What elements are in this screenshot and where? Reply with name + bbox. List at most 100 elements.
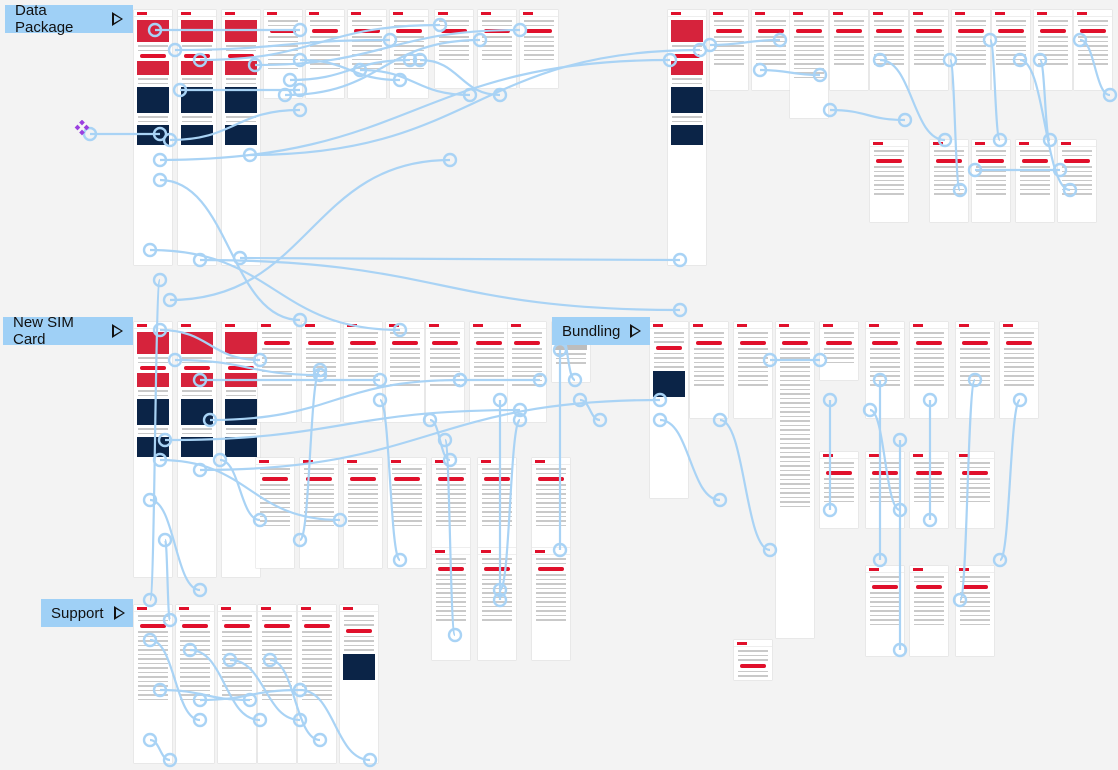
hotspot-node[interactable]	[152, 272, 168, 288]
screen-frame[interactable]	[776, 322, 814, 638]
screen-frame[interactable]	[340, 605, 378, 763]
hotspot-node[interactable]	[822, 392, 838, 408]
screen-frame[interactable]	[910, 10, 948, 90]
screen-frame[interactable]	[178, 322, 216, 577]
screen-frame[interactable]	[300, 458, 338, 568]
screen-frame[interactable]	[532, 548, 570, 660]
screen-frame[interactable]	[508, 322, 546, 422]
screen-frame[interactable]	[388, 458, 426, 568]
screen-frame[interactable]	[734, 322, 772, 418]
connector-line	[239, 256, 681, 262]
hotspot-node[interactable]	[292, 102, 308, 118]
screen-frame[interactable]	[302, 322, 340, 422]
hotspot-node[interactable]	[992, 552, 1008, 568]
connector-line	[719, 418, 771, 552]
hotspot-node[interactable]	[572, 392, 588, 408]
screen-frame[interactable]	[390, 10, 428, 98]
screen-frame[interactable]	[222, 322, 260, 577]
hotspot-node[interactable]	[192, 582, 208, 598]
screen-frame[interactable]	[348, 10, 386, 98]
screen-frame[interactable]	[710, 10, 748, 90]
hotspot-node[interactable]	[442, 152, 458, 168]
flow-label-text: New SIM Card	[13, 314, 74, 348]
screen-frame[interactable]	[870, 10, 908, 90]
screen-frame[interactable]	[134, 322, 172, 577]
screen-frame[interactable]	[222, 10, 260, 265]
screen-frame[interactable]	[910, 566, 948, 656]
screen-frame[interactable]	[298, 605, 336, 763]
screen-frame[interactable]	[426, 322, 464, 422]
hotspot-node[interactable]	[162, 292, 178, 308]
hotspot-node[interactable]	[762, 542, 778, 558]
hotspot-node[interactable]	[437, 432, 453, 448]
hotspot-node[interactable]	[712, 492, 728, 508]
connector-line	[429, 418, 451, 462]
flow-label-text: Support	[51, 604, 104, 622]
screen-frame[interactable]	[258, 605, 296, 763]
screen-frame[interactable]	[956, 322, 994, 418]
screen-frame[interactable]	[734, 640, 772, 680]
screen-frame[interactable]	[344, 458, 382, 568]
screen-frame[interactable]	[134, 10, 172, 265]
screen-frame[interactable]	[178, 10, 216, 265]
screen-frame[interactable]	[866, 322, 904, 418]
screen-frame[interactable]	[972, 140, 1010, 222]
screen-frame[interactable]	[435, 10, 473, 88]
screen-frame[interactable]	[1074, 10, 1112, 90]
screen-frame[interactable]	[866, 566, 904, 656]
screen-frame[interactable]	[1000, 322, 1038, 418]
screen-frame[interactable]	[866, 452, 904, 528]
screen-frame[interactable]	[820, 452, 858, 528]
screen-frame[interactable]	[790, 10, 828, 118]
hotspot-node[interactable]	[872, 552, 888, 568]
flow-label-text: Bundling	[562, 322, 621, 340]
hotspot-node[interactable]	[462, 87, 478, 103]
screen-frame[interactable]	[478, 10, 516, 88]
screen-frame[interactable]	[668, 10, 706, 265]
screen-frame[interactable]	[870, 140, 908, 222]
screen-frame[interactable]	[1058, 140, 1096, 222]
screen-frame[interactable]	[432, 548, 470, 660]
screen-frame[interactable]	[820, 322, 858, 380]
hotspot-node[interactable]	[1102, 87, 1118, 103]
hotspot-node[interactable]	[892, 432, 908, 448]
screen-frame[interactable]	[956, 566, 994, 656]
connector-line	[199, 258, 681, 312]
screen-frame[interactable]	[134, 605, 172, 763]
screen-frame[interactable]	[956, 452, 994, 528]
screen-frame[interactable]	[752, 10, 790, 90]
screen-frame[interactable]	[470, 322, 508, 422]
screen-frame[interactable]	[520, 10, 558, 88]
flow-label-data-package[interactable]: Data Package	[5, 2, 133, 36]
hotspot-node[interactable]	[672, 302, 688, 318]
screen-frame[interactable]	[176, 605, 214, 763]
screen-frame[interactable]	[306, 10, 344, 98]
screen-frame[interactable]	[1016, 140, 1054, 222]
screen-frame[interactable]	[344, 322, 382, 422]
connector-line	[579, 398, 601, 422]
screen-frame[interactable]	[256, 458, 294, 568]
screen-frame[interactable]	[690, 322, 728, 418]
flow-label-bundling[interactable]: Bundling	[552, 317, 650, 345]
flow-label-support[interactable]: Support	[41, 599, 133, 627]
flow-label-new-sim-card[interactable]: New SIM Card	[3, 314, 133, 348]
screen-frame[interactable]	[258, 322, 296, 422]
screen-frame[interactable]	[386, 322, 424, 422]
screen-frame[interactable]	[952, 10, 990, 90]
hotspot-node[interactable]	[492, 87, 508, 103]
diamond-cluster-icon[interactable]	[74, 120, 90, 136]
screen-frame[interactable]	[1034, 10, 1072, 90]
screen-frame[interactable]	[930, 140, 968, 222]
screen-frame[interactable]	[910, 322, 948, 418]
connector-line	[998, 398, 1022, 562]
screen-frame[interactable]	[830, 10, 868, 90]
screen-frame[interactable]	[992, 10, 1030, 90]
screen-frame[interactable]	[218, 605, 256, 763]
screen-frame[interactable]	[264, 10, 302, 98]
screen-frame[interactable]	[910, 452, 948, 528]
screen-frame[interactable]	[650, 322, 688, 498]
screen-frame[interactable]	[478, 548, 516, 660]
hotspot-node[interactable]	[592, 412, 608, 428]
hotspot-node[interactable]	[897, 112, 913, 128]
